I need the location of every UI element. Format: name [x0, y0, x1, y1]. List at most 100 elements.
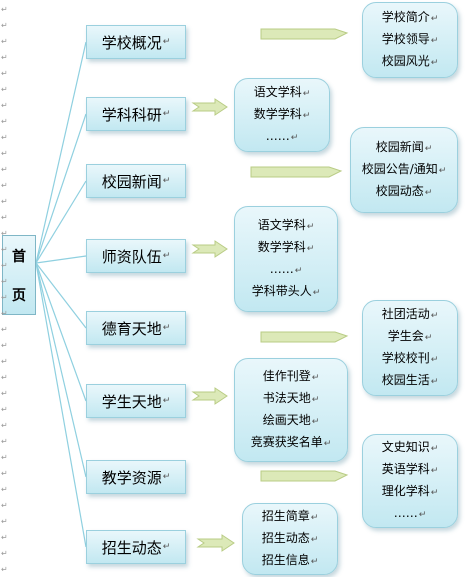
- margin-paragraph-mark: ↵: [1, 405, 8, 414]
- margin-paragraph-mark: ↵: [1, 325, 8, 334]
- subitem-label: ……: [393, 506, 418, 520]
- subitem: 招生信息↵: [262, 550, 319, 572]
- margin-paragraph-mark: ↵: [1, 389, 8, 398]
- subitem-label: ……: [269, 262, 294, 276]
- subitem: 校园动态↵: [376, 181, 433, 203]
- subitem-label: 校园公告/通知: [361, 162, 438, 176]
- margin-paragraph-mark: ↵: [1, 565, 8, 574]
- paragraph-mark: ↵: [162, 396, 171, 406]
- paragraph-mark: ↵: [438, 166, 447, 176]
- subitem-label: 招生简章: [261, 509, 310, 523]
- paragraph-mark: ↵: [418, 510, 427, 520]
- margin-paragraph-mark: ↵: [1, 293, 8, 302]
- subitem-label: 学校简介: [381, 10, 430, 24]
- subitem: 语文学科↵: [254, 82, 311, 104]
- home-node: 首 页: [2, 235, 36, 315]
- paragraph-mark: ↵: [162, 542, 171, 552]
- subitem: 英语学科↵: [382, 459, 439, 481]
- paragraph-mark: ↵: [294, 266, 303, 276]
- paragraph-mark: ↵: [424, 144, 433, 154]
- subitem-label: 竞赛获奖名单: [250, 435, 323, 449]
- paragraph-mark: ↵: [302, 111, 311, 121]
- subitem-label: 佳作刊登: [262, 369, 311, 383]
- subitems-box-2: 语文学科↵数学学科↵……↵: [234, 78, 330, 152]
- paragraph-mark: ↵: [311, 373, 320, 383]
- subitem-label: 书法天地: [262, 391, 311, 405]
- margin-paragraph-mark: ↵: [1, 53, 8, 62]
- connector-line-5: [35, 262, 87, 329]
- subitem-label: 校园风光: [381, 54, 430, 68]
- connector-line-4: [35, 255, 87, 264]
- margin-paragraph-mark: ↵: [1, 261, 8, 270]
- paragraph-mark: ↵: [306, 244, 315, 254]
- category-box-4: 师资队伍↵: [86, 239, 186, 273]
- subitem-label: 英语学科: [381, 462, 430, 476]
- connector-line-7: [35, 262, 87, 478]
- margin-paragraph-mark: ↵: [1, 421, 8, 430]
- subitem-label: 语文学科: [257, 218, 306, 232]
- subitem: 佳作刊登↵: [263, 366, 320, 388]
- margin-paragraph-mark: ↵: [1, 357, 8, 366]
- paragraph-mark: ↵: [312, 288, 321, 298]
- category-label: 教学资源: [101, 468, 162, 487]
- subitem: 竞赛获奖名单↵: [251, 432, 332, 454]
- arrow-4: [191, 240, 228, 258]
- margin-paragraph-mark: ↵: [1, 85, 8, 94]
- arrow-8: [196, 534, 235, 552]
- paragraph-mark: ↵: [162, 109, 171, 119]
- margin-paragraph-mark: ↵: [1, 133, 8, 142]
- subitem: 绘画天地↵: [263, 410, 320, 432]
- margin-paragraph-mark: ↵: [1, 533, 8, 542]
- margin-paragraph-mark: ↵: [1, 373, 8, 382]
- paragraph-mark: ↵: [290, 133, 299, 143]
- paragraph-mark: ↵: [430, 58, 439, 68]
- paragraph-mark: ↵: [430, 377, 439, 387]
- category-box-5: 德育天地↵: [86, 311, 186, 345]
- category-label: 德育天地: [101, 319, 162, 338]
- subitem: 校园新闻↵: [376, 137, 433, 159]
- category-box-7: 教学资源↵: [86, 460, 186, 494]
- subitem: 校园公告/通知↵: [362, 159, 447, 181]
- subitem: 校园风光↵: [382, 51, 439, 73]
- paragraph-mark: ↵: [302, 89, 311, 99]
- margin-paragraph-mark: ↵: [1, 5, 8, 14]
- category-box-6: 学生天地↵: [86, 384, 186, 418]
- margin-paragraph-mark: ↵: [1, 181, 8, 190]
- subitems-box-6: 佳作刊登↵书法天地↵绘画天地↵竞赛获奖名单↵: [234, 358, 348, 462]
- home-char-1: 首: [12, 248, 26, 265]
- category-box-8: 招生动态↵: [86, 530, 186, 564]
- subitem: 书法天地↵: [263, 388, 320, 410]
- subitem-label: ……: [265, 129, 290, 143]
- margin-paragraph-mark: ↵: [1, 229, 8, 238]
- arrow-5: [260, 331, 349, 343]
- paragraph-mark: ↵: [430, 14, 439, 24]
- connector-line-6: [35, 262, 87, 402]
- subitem: 学生会↵: [388, 326, 433, 348]
- category-label: 师资队伍: [101, 247, 162, 266]
- category-label: 学校概况: [101, 33, 162, 52]
- home-char-2: 页: [12, 287, 26, 304]
- subitem: 数学学科↵: [258, 237, 315, 259]
- connector-line-3: [35, 180, 87, 264]
- margin-paragraph-mark: ↵: [1, 213, 8, 222]
- subitems-box-8: 招生简章↵招生动态↵招生信息↵: [242, 503, 338, 575]
- arrow-2: [191, 98, 228, 116]
- margin-paragraph-mark: ↵: [1, 37, 8, 46]
- subitems-box-3: 校园新闻↵校园公告/通知↵校园动态↵: [350, 127, 458, 213]
- subitem-label: 招生信息: [261, 553, 310, 567]
- category-label: 学生天地: [101, 392, 162, 411]
- paragraph-mark: ↵: [430, 488, 439, 498]
- subitems-box-4: 语文学科↵数学学科↵……↵学科带头人↵: [234, 206, 338, 312]
- subitem-label: 绘画天地: [262, 413, 311, 427]
- subitems-box-1: 学校简介↵学校领导↵校园风光↵: [362, 2, 458, 78]
- subitem: 招生简章↵: [262, 506, 319, 528]
- subitem-label: 学校校刊: [381, 351, 430, 365]
- paragraph-mark: ↵: [162, 176, 171, 186]
- subitem-label: 语文学科: [253, 85, 302, 99]
- paragraph-mark: ↵: [162, 472, 171, 482]
- subitem-label: 校园动态: [375, 184, 424, 198]
- category-label: 校园新闻: [101, 172, 162, 191]
- subitem-label: 学校领导: [381, 32, 430, 46]
